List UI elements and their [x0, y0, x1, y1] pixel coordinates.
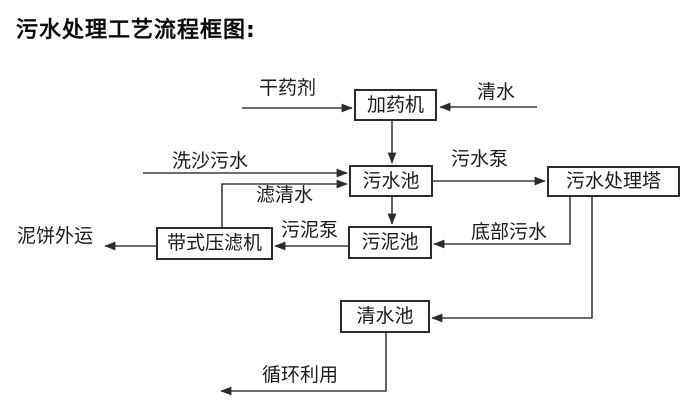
arrow-filtered-water-to-sewage-pool — [221, 179, 348, 227]
node-treatment-tower-label: 污水处理塔 — [565, 170, 661, 192]
edge-label-mud-cake-out: 泥饼外运 — [17, 225, 94, 247]
node-sludge-pool: 污泥池 — [348, 226, 432, 259]
node-belt-filter-press-label: 带式压滤机 — [166, 232, 262, 254]
edge-label-recycle-use: 循环利用 — [262, 364, 339, 386]
node-clean-water-pool-label: 清水池 — [356, 305, 414, 327]
node-sewage-pool-label: 污水池 — [362, 169, 420, 192]
edge-label-sludge-pump: 污泥泵 — [281, 219, 339, 241]
node-belt-filter-press: 带式压滤机 — [156, 227, 273, 260]
edge-label-dry-agent: 干药剂 — [259, 77, 317, 99]
node-dosing-machine: 加药机 — [354, 89, 437, 121]
edge-label-bottom-sewage: 底部污水 — [471, 221, 548, 243]
arrow-clean-pool-to-recycle — [220, 333, 387, 396]
diagram-title: 污水处理工艺流程框图: — [16, 18, 256, 43]
edge-label-clean-water: 清水 — [477, 81, 516, 103]
edge-label-sand-washing-sewage: 洗沙污水 — [172, 150, 249, 172]
edge-label-filtered-water: 滤清水 — [256, 184, 314, 206]
node-sludge-pool-label: 污泥池 — [361, 231, 419, 253]
arrow-tower-to-clean-pool — [431, 197, 593, 323]
node-sewage-pool: 污水池 — [349, 165, 433, 197]
node-dosing-machine-label: 加药机 — [366, 93, 424, 116]
arrow-bottom-sewage-to-sludge-pool — [433, 197, 571, 249]
node-clean-water-pool: 清水池 — [340, 300, 430, 333]
node-treatment-tower: 污水处理塔 — [547, 166, 680, 197]
edge-label-sewage-pump: 污水泵 — [451, 148, 509, 170]
